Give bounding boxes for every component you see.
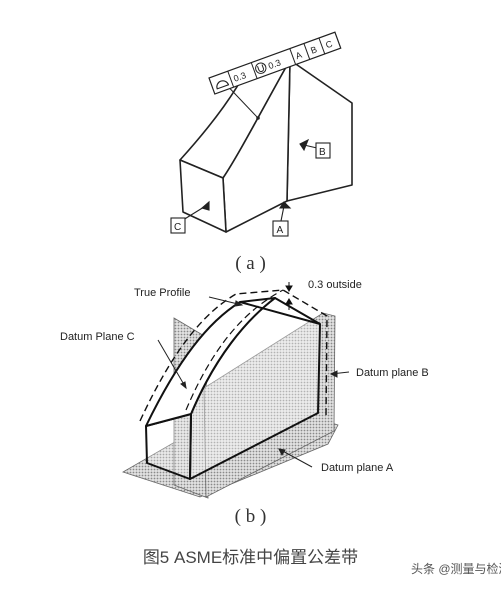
datum-a-symbol: A [272, 201, 292, 237]
feature-control-frame: 0.3 0.3 A B C [208, 31, 342, 95]
datum-plane-b-label: Datum plane B [356, 367, 429, 379]
datum-c-symbol: C [170, 200, 210, 234]
fcf-datum-a: A [294, 50, 303, 61]
fcf-datum-b: B [309, 44, 318, 55]
caption-b: ( b ) [234, 506, 267, 527]
part-right-face [286, 59, 353, 202]
fcf-tolerance-1: 0.3 [232, 70, 247, 84]
figure-title: 图5 ASME标准中偏置公差带 [142, 548, 359, 567]
datum-b-label: B [319, 147, 326, 158]
part-front-face [222, 59, 291, 233]
part-b-top-surface [145, 297, 276, 427]
profile-of-surface-icon [216, 80, 230, 90]
fcf-datum-c: C [324, 38, 334, 50]
caption-a: ( a ) [235, 253, 266, 274]
label-leaders [157, 296, 350, 468]
datum-c-label: C [174, 222, 181, 233]
true-profile-label: True Profile [134, 287, 190, 299]
offset-dimension [285, 282, 293, 310]
offset-label: 0.3 outside [308, 279, 362, 291]
offset-tolerance-zone [139, 289, 328, 422]
fcf-tolerance-2: 0.3 [267, 57, 282, 71]
leader-dot [256, 116, 260, 120]
unequal-modifier-icon [255, 62, 267, 74]
datum-b-symbol: B [299, 138, 331, 159]
datum-plane-c-label: Datum Plane C [60, 331, 135, 343]
datum-a-label: A [277, 225, 284, 236]
watermark: 头条 @测量与检测 [411, 562, 501, 576]
figure-b-drawing: True Profile 0.3 outside Datum Plane C D… [60, 279, 429, 499]
figure-a-drawing [179, 59, 353, 233]
part-left-face [179, 159, 227, 233]
datum-plane-a-label: Datum plane A [321, 462, 394, 474]
